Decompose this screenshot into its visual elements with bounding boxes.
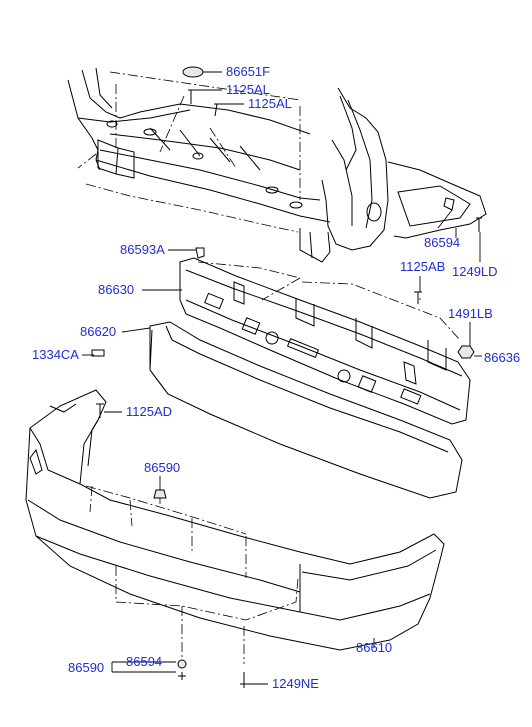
part-labels: 86651F 1125AL 1125AL 86593A 86594 1125AB… <box>32 64 520 691</box>
clip-icon <box>443 197 455 211</box>
label-86594-top: 86594 <box>424 235 460 250</box>
bolt-icon <box>414 291 422 304</box>
nut-icon <box>457 345 475 359</box>
screw-icon <box>240 672 248 688</box>
beam-guide-lines <box>197 261 461 341</box>
bumper-cover <box>25 389 445 651</box>
plug-cap-icon <box>182 66 204 78</box>
retainer-icon <box>177 659 187 669</box>
cover-fasteners <box>91 349 248 688</box>
label-1125AL-a: 1125AL <box>226 82 270 97</box>
screw-icon <box>214 103 220 117</box>
rear-body-panel <box>67 67 487 263</box>
label-86630: 86630 <box>98 282 134 297</box>
label-1125AD: 1125AD <box>126 404 172 419</box>
label-86620: 86620 <box>80 324 116 339</box>
label-1249NE: 1249NE <box>272 676 319 691</box>
label-1125AL-b: 1125AL <box>248 96 292 111</box>
cover-guide-lines <box>85 485 299 664</box>
energy-absorber <box>149 321 463 499</box>
label-86610: 86610 <box>356 640 392 655</box>
label-86593A: 86593A <box>120 242 165 257</box>
label-1491LB: 1491LB <box>448 306 493 321</box>
label-1249LD: 1249LD <box>452 264 498 279</box>
screw-icon <box>188 89 194 104</box>
upper-guide-lines <box>77 71 301 233</box>
label-86594-bottom: 86594 <box>126 654 162 669</box>
label-86590-mid: 86590 <box>144 460 180 475</box>
screw-icon <box>178 672 186 680</box>
label-1125AB: 1125AB <box>400 259 445 274</box>
label-86651F: 86651F <box>226 64 270 79</box>
clip-nut-icon <box>91 349 105 357</box>
label-86590-bottom: 86590 <box>68 660 104 675</box>
label-86636: 86636 <box>484 350 520 365</box>
push-clip-icon <box>153 489 167 499</box>
screw-icon <box>96 403 104 418</box>
bumper-reinforcement-beam <box>179 257 471 425</box>
screw-icon <box>476 217 482 232</box>
label-1334CA: 1334CA <box>32 347 79 362</box>
leader-lines <box>82 71 482 685</box>
bracket-clip-icon <box>195 247 205 259</box>
